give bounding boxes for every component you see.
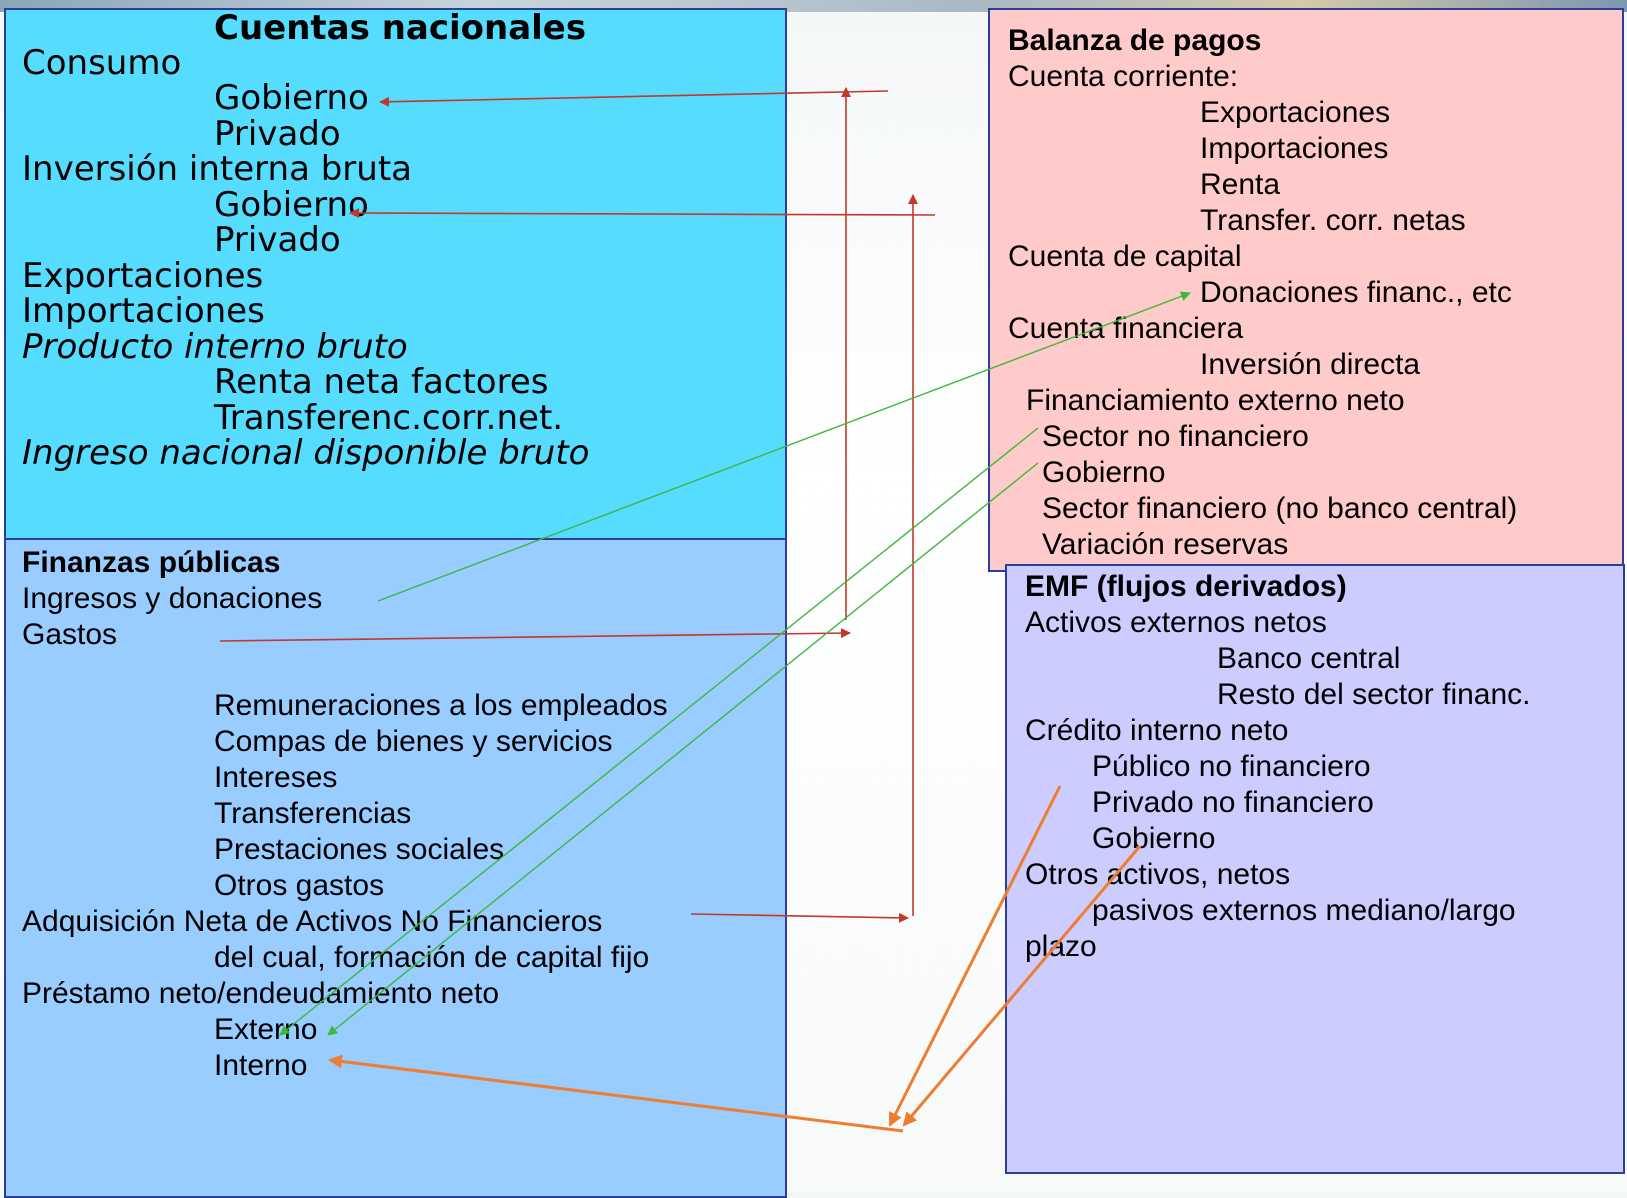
cn-item: Privado [214,220,341,260]
orange-arrow [902,845,1142,1127]
fp-item: Adquisición Neta de Activos No Financier… [22,905,603,938]
orange-arrow [328,1054,904,1133]
cn-item: Exportaciones [22,256,264,296]
green-arrow [377,291,1191,602]
emf-item: pasivos externos mediano/largo [1092,894,1516,927]
cn-item: Consumo [22,43,182,83]
cuentas-nacionales-title: Cuentas nacionales [214,8,587,48]
fp-item: Intereses [214,761,338,794]
red-arrow [349,208,936,219]
finanzas-publicas-title: Finanzas públicas [22,546,281,579]
fp-item: Otros gastos [214,869,385,902]
emf-item: Privado no financiero [1092,786,1374,819]
fp-item: del cual, formación de capital fijo [214,941,650,974]
cn-item: Gobierno [214,78,369,118]
emf-item: Gobierno [1092,822,1216,855]
fp-item: Gastos [22,618,118,651]
fp-item: Remuneraciones a los empleados [214,689,668,722]
bp-item: Donaciones financ., etc [1200,276,1512,309]
bp-item: Transfer. corr. netas [1200,204,1466,237]
red-arrow [379,90,889,107]
emf-item: Banco central [1217,642,1401,675]
cn-item: Renta neta factores [214,362,549,402]
bp-item: Cuenta corriente: [1008,60,1239,93]
cn-item: Gobierno [214,185,369,225]
bp-item: Variación reservas [1042,528,1289,561]
bp-item: Gobierno [1042,456,1166,489]
bp-item: Financiamiento externo neto [1026,384,1405,417]
finanzas-publicas-box [4,538,787,1198]
bp-item: Cuenta de capital [1008,240,1242,273]
green-arrow [327,462,1039,1036]
emf-item: Otros activos, netos [1025,858,1291,891]
bp-item: Renta [1200,168,1281,201]
cn-item: Transferenc.corr.net. [214,398,564,438]
green-arrow [279,427,1039,1036]
bp-item: Exportaciones [1200,96,1391,129]
fp-item: Ingresos y donaciones [22,582,323,615]
emf-item: Crédito interno neto [1025,714,1289,747]
emf-item: plazo [1025,930,1097,963]
fp-item: Compas de bienes y servicios [214,725,613,758]
bp-item: Importaciones [1200,132,1389,165]
cn-item: Importaciones [22,291,265,331]
orange-arrow [888,785,1062,1127]
emf-item: Activos externos netos [1025,606,1327,639]
cn-item: Privado [214,114,341,154]
emf-title: EMF (flujos derivados) [1025,570,1347,603]
fp-item: Préstamo neto/endeudamiento neto [22,977,499,1010]
cn-item: Ingreso nacional disponible bruto [22,433,590,473]
balanza-de-pagos-box [988,8,1624,572]
cn-item: Producto interno bruto [22,327,408,367]
red-arrow [219,628,851,642]
emf-item: Público no financiero [1092,750,1371,783]
emf-item: Resto del sector financ. [1217,678,1531,711]
bp-item: Sector financiero (no banco central) [1042,492,1518,525]
fp-item: Transferencias [214,797,412,830]
bp-item: Inversión directa [1200,348,1421,381]
emf-box [1005,564,1625,1174]
cn-item: Inversión interna bruta [22,149,413,189]
red-arrow [690,912,909,923]
bp-item: Sector no financiero [1042,420,1309,453]
balanza-de-pagos-title: Balanza de pagos [1008,24,1262,57]
fp-item: Interno [214,1049,308,1082]
fp-item: Prestaciones sociales [214,833,505,866]
